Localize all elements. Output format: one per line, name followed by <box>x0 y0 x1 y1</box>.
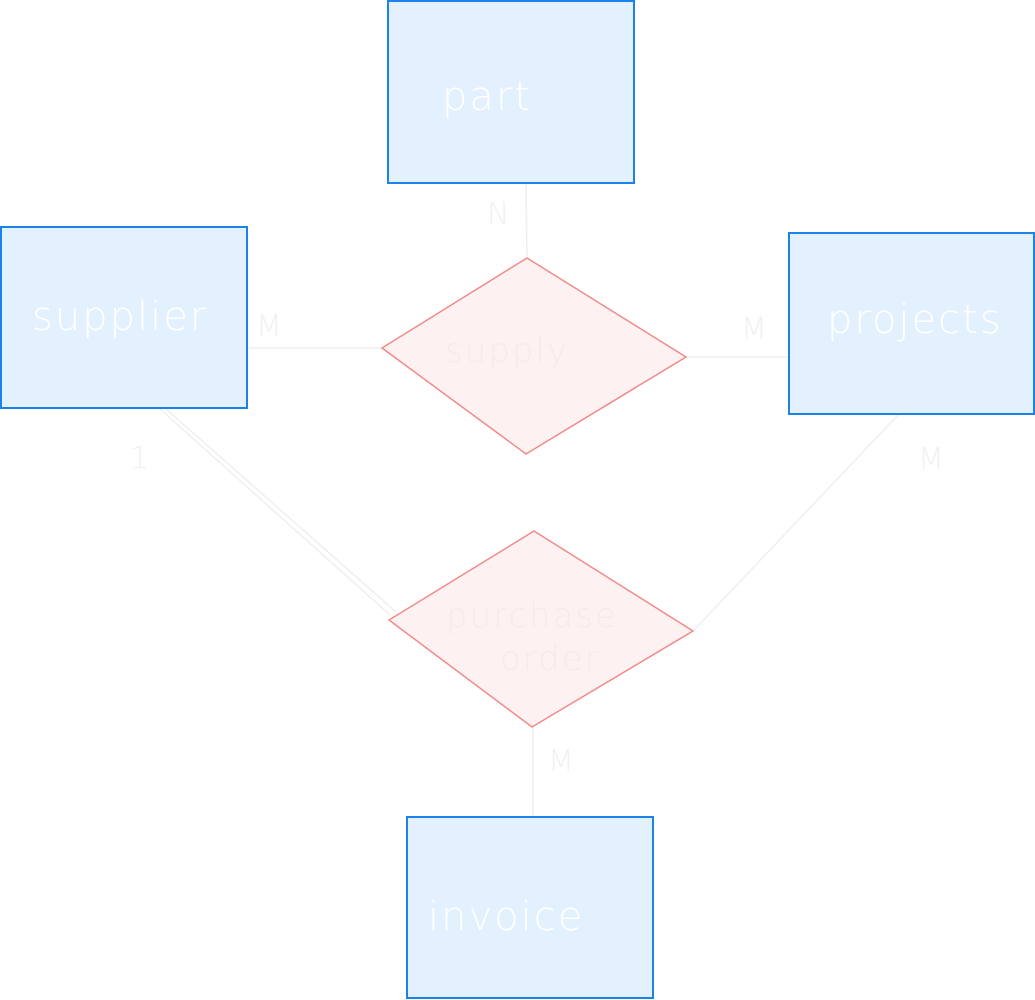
entity-part[interactable]: part <box>387 0 635 184</box>
entity-part-box <box>387 0 635 184</box>
entity-invoice[interactable]: invoice <box>406 816 654 999</box>
connector-supplier-purchase-a <box>159 408 391 616</box>
entity-supplier[interactable]: supplier <box>0 226 248 409</box>
cardinality-invoice-purchase: M <box>548 744 576 779</box>
relationship-supply-diamond <box>380 257 688 455</box>
entity-part-label: part <box>442 74 532 120</box>
relationship-purchase-order[interactable]: purchase order <box>387 530 695 728</box>
relationship-supply-label: supply <box>445 331 569 371</box>
cardinality-part-supply: N <box>487 197 511 232</box>
connector-supplier-purchase-b <box>165 408 397 613</box>
relationship-supply[interactable]: supply <box>380 257 688 455</box>
entity-projects-label: projects <box>827 297 1003 343</box>
entity-projects[interactable]: projects <box>788 232 1035 415</box>
entity-supplier-label: supplier <box>32 294 208 340</box>
entity-invoice-box <box>406 816 654 999</box>
relationship-purchase-order-diamond <box>387 530 695 728</box>
relationship-purchase-order-label-line2: order <box>500 639 601 679</box>
entity-projects-box <box>788 232 1035 415</box>
cardinality-projects-supply: M <box>741 312 769 347</box>
connector-part-supply <box>525 182 528 259</box>
relationship-purchase-order-label-line1: purchase <box>446 596 618 636</box>
entity-invoice-label: invoice <box>428 894 584 940</box>
cardinality-projects-purchase: M <box>918 442 946 477</box>
cardinality-supplier-supply: M <box>256 309 284 344</box>
connector-projects-purchase <box>693 414 899 631</box>
entity-supplier-box <box>0 226 248 409</box>
cardinality-supplier-purchase: 1 <box>130 441 151 476</box>
